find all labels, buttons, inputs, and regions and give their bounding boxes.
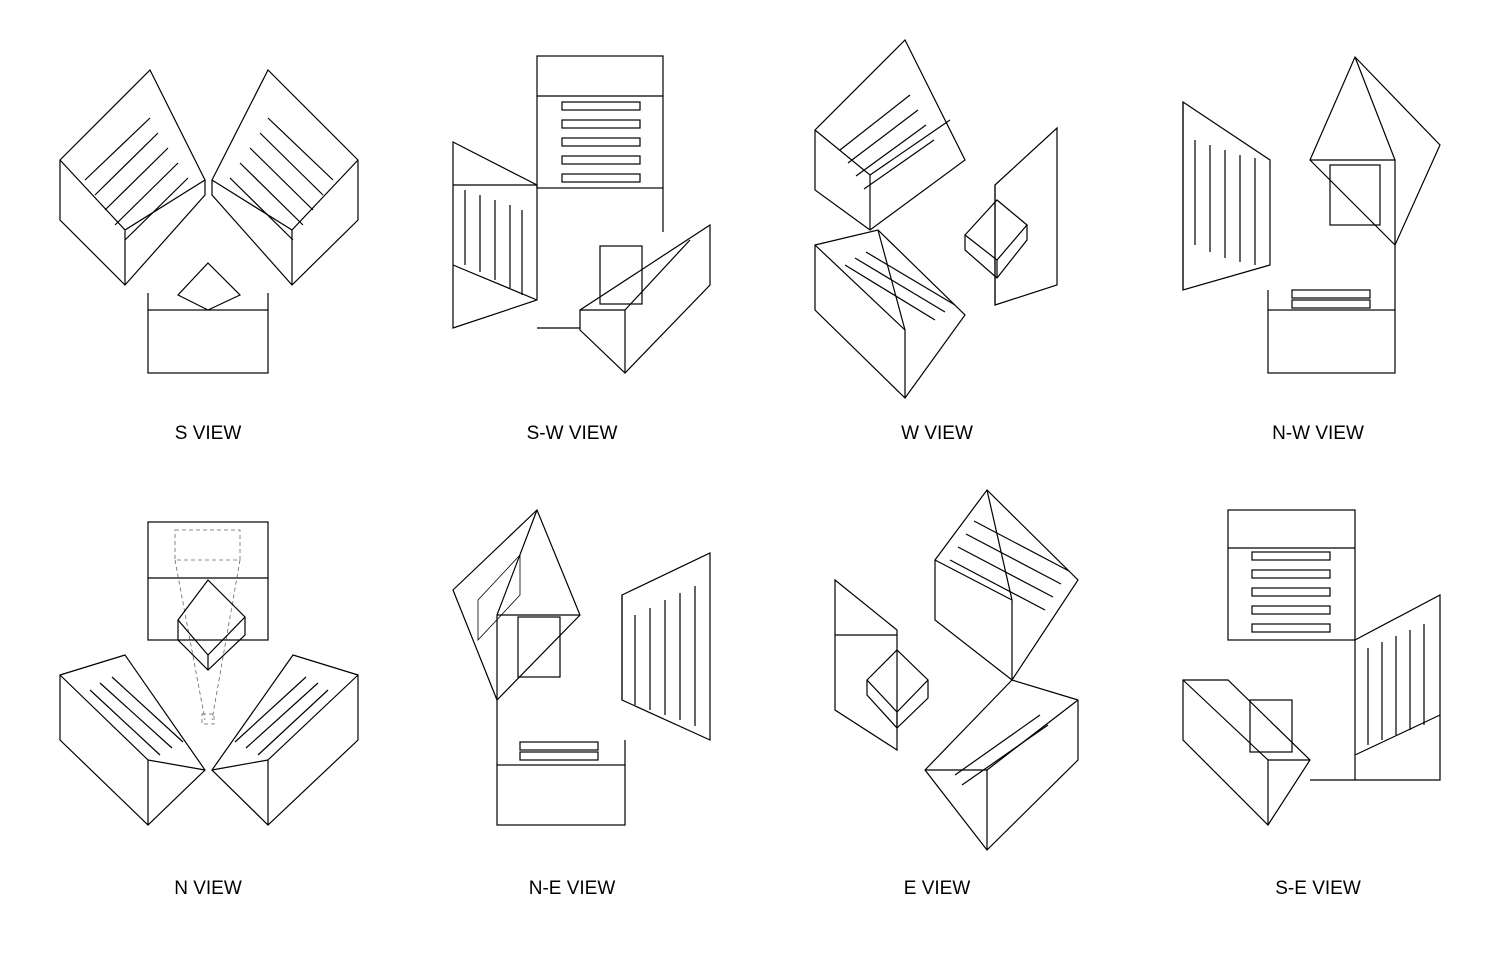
view-label-w: W VIEW — [901, 423, 973, 444]
view-label-n-e: N-E VIEW — [528, 878, 616, 899]
w-view-drawing — [814, 38, 1058, 399]
view-label-n: N VIEW — [174, 878, 242, 899]
view-label-s: S VIEW — [174, 423, 242, 444]
n-view-drawing — [59, 521, 359, 826]
view-label-s-w: S-W VIEW — [526, 423, 618, 444]
view-label-s-e: S-E VIEW — [1275, 878, 1361, 899]
s-w-view-drawing — [452, 55, 711, 374]
n-w-view-drawing — [1182, 55, 1441, 374]
n-e-view-drawing — [452, 508, 711, 826]
e-view-drawing — [834, 489, 1079, 851]
view-label-n-w: N-W VIEW — [1272, 423, 1364, 444]
s-e-view-drawing — [1182, 509, 1441, 826]
view-label-e: E VIEW — [903, 878, 971, 899]
s-view-drawing — [59, 68, 359, 374]
